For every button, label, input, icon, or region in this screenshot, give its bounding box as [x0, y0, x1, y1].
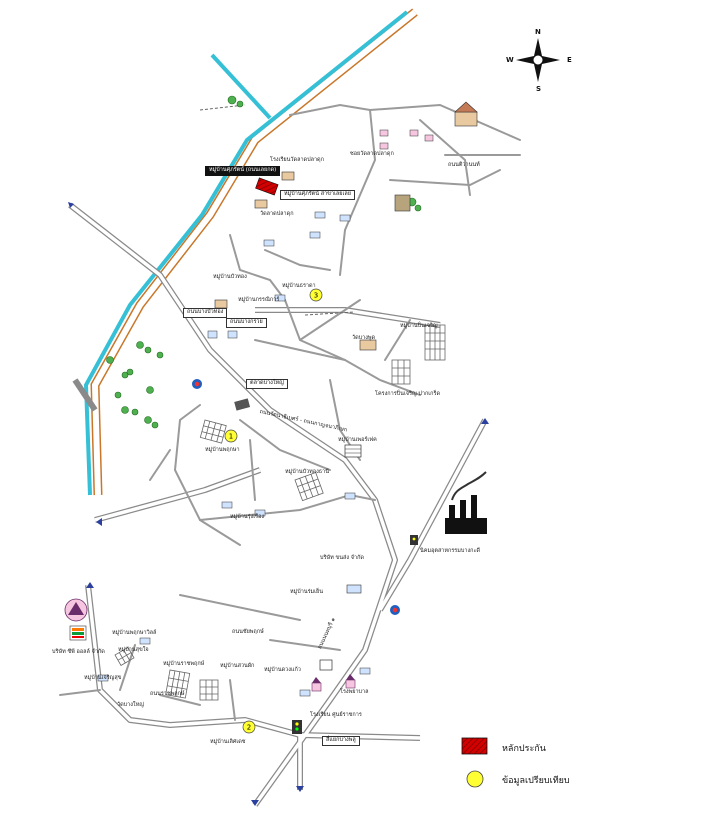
- village-left-top-label: หมู่บ้านบัวทอง: [213, 274, 247, 280]
- village-bc2-label: หมู่บ้านดวงแก้ว: [264, 667, 301, 673]
- village-right-label: หมู่บ้านปิ่นเจริญ: [400, 323, 438, 329]
- comparison-marker-1-number: 1: [229, 433, 233, 441]
- housing-grids: [114, 324, 446, 701]
- legend-project-swatch: [461, 737, 488, 755]
- road-bottom-mid-label: ถนนชัยพฤกษ์: [232, 629, 264, 635]
- village-bc1-label: หมู่บ้านสวนผัก: [220, 663, 255, 669]
- canal-main: [83, 8, 418, 496]
- village-lower-label: หมู่บ้านบัวทองธานี: [285, 469, 329, 475]
- compass-e: E: [567, 56, 572, 64]
- seven-eleven-corp-label: บริษัท ซีพี ออลล์ จำกัด: [52, 649, 105, 655]
- seven-eleven-icon: [69, 625, 87, 641]
- village-bl3-label: หมู่บ้านเจริญสุข: [84, 675, 122, 681]
- village-bottom-label: หมู่บ้านร่มเย็น: [290, 589, 324, 595]
- factory-label: นิคมอุตสาหกรรมบางกะดี: [420, 548, 480, 554]
- legend-compare-swatch: [466, 770, 484, 788]
- school-bottom-label: โรงเรียน ศูนย์ราชการ: [310, 712, 362, 718]
- project-right-label: โครงการปิ่นเจริญ ปากเกร็ด: [375, 391, 441, 397]
- comparison-marker-2-number: 2: [247, 724, 251, 732]
- temple-icons: [64, 598, 356, 692]
- village-lower-right-label: หมู่บ้านรุ่งเรือง: [230, 514, 265, 520]
- village-bl1-label: หมู่บ้านพฤกษาวิลล์: [112, 630, 157, 636]
- legend-compare-label: ข้อมูลเปรียบเทียบ: [502, 776, 570, 786]
- buildings: [214, 101, 478, 734]
- road-bottom-label: ถนนราชพฤกษ์: [150, 691, 185, 697]
- village-comp2-label: หมู่บ้านเลิศเดช: [210, 739, 246, 745]
- village-bl2-label: หมู่บ้านสุขใจ: [118, 647, 149, 653]
- compass-s: S: [536, 85, 542, 93]
- compass-rose-icon: [516, 38, 560, 82]
- temple-right-label: วัดบางพูด: [352, 335, 376, 341]
- road-center-label: ถนนบางกรวย: [226, 318, 267, 328]
- village-comp1-label: หมู่บ้านพฤกษา: [205, 447, 240, 453]
- temple-bl-label: วัดบางใหญ่: [117, 702, 144, 708]
- school-top-label: โรงเรียนวัดลาดปลาดุก: [270, 157, 324, 163]
- comparison-marker-3[interactable]: [309, 288, 323, 302]
- comparison-marker-2[interactable]: [242, 720, 256, 734]
- direction-markers: [68, 202, 489, 806]
- temple-top-label: วัดลาดปลาดุก: [260, 211, 294, 217]
- dashed-roads: [199, 104, 356, 316]
- canal-branch: [210, 53, 272, 120]
- comparison-markers: 1 2 3: [224, 288, 323, 734]
- comparison-marker-3-number: 3: [314, 292, 318, 300]
- compass-n: N: [535, 28, 541, 36]
- market-label: ตลาดบางใหญ่: [246, 379, 288, 389]
- village-comp3-label: หมู่บ้านธราดา: [282, 283, 316, 289]
- gas-station-icons: [192, 379, 400, 615]
- road-right-top-label: ถนนติวานนท์: [448, 162, 480, 168]
- road-bangbuathong-label: ถนนบางบัวทอง: [183, 308, 228, 318]
- village-mid-label: หมู่บ้านกรรณิการ์: [238, 297, 280, 303]
- factory-icon: [445, 471, 487, 534]
- village-center2-label: หมู่บ้านเพอร์เฟค: [338, 437, 377, 443]
- project-parcel: [255, 177, 279, 196]
- tree-clusters: [106, 95, 422, 429]
- project-village-label: หมู่บ้านศุภรัตน์ (ถนนเลยกด): [205, 166, 281, 176]
- house-icons: [97, 129, 434, 697]
- project-name-label: หมู่บ้านศุภรัตน์ สาขาเลยเลย: [280, 190, 355, 200]
- village-bl4-label: หมู่บ้านราชพฤกษ์: [163, 661, 205, 667]
- minor-roads: [59, 103, 521, 721]
- intersection-label: สี่แยกบางพลู: [322, 736, 360, 746]
- company-mid-label: บริษัท ขนส่ง จำกัด: [320, 555, 364, 561]
- comparison-marker-1[interactable]: [224, 429, 238, 443]
- compass-w: W: [506, 56, 514, 64]
- hospital-label: โรงพยาบาล: [340, 689, 369, 695]
- road-top-label: ซอยวัดลาดปลาดุก: [350, 151, 394, 157]
- legend-project-label: หลักประกัน: [502, 744, 546, 754]
